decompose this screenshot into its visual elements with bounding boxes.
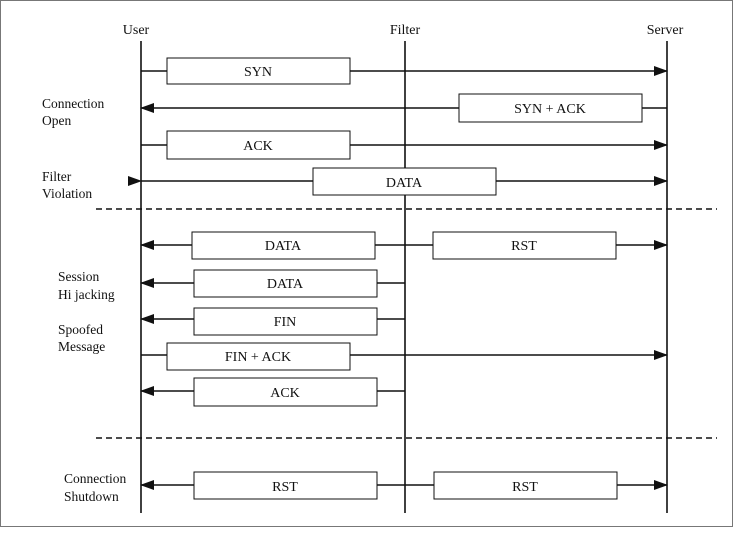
message-label-rst-hijack: RST — [511, 239, 537, 254]
message-box-fin-ack — [166, 342, 351, 371]
phase-label-connection-shutdown: Connection Shutdown — [64, 471, 130, 504]
message-box-data-hijack-2 — [193, 269, 378, 298]
lane-label-user: User — [123, 23, 150, 38]
phase-label-line: Violation — [42, 186, 92, 201]
phase-label-spoofed-message: Spoofed Message — [58, 322, 106, 354]
phase-label-connection-open: Connection Open — [42, 96, 108, 128]
message-box-ack-1 — [166, 130, 351, 160]
phase-label-line: Session — [58, 269, 100, 284]
message-label-ack-1: ACK — [243, 139, 273, 154]
message-box-ack-2 — [193, 377, 378, 407]
message-label-fin-ack: FIN + ACK — [225, 350, 291, 365]
message-label-syn: SYN — [244, 65, 272, 80]
message-label-syn-ack: SYN + ACK — [514, 102, 586, 117]
phase-label-line: Spoofed — [58, 322, 103, 337]
message-label-ack-2: ACK — [270, 386, 300, 401]
lane-label-filter: Filter — [390, 23, 421, 38]
message-box-rst-shutdown-right — [433, 471, 618, 500]
message-box-syn-ack — [458, 93, 643, 123]
message-label-rst-shutdown-left: RST — [272, 480, 298, 495]
message-label-fin: FIN — [274, 315, 297, 330]
phase-label-line: Hi jacking — [58, 287, 115, 302]
message-box-data-hijack-1 — [191, 231, 376, 260]
phase-label-line: Message — [58, 339, 105, 354]
message-box-rst-hijack — [432, 231, 617, 260]
message-box-syn — [166, 57, 351, 85]
message-box-rst-shutdown-left — [193, 471, 378, 500]
phase-label-filter-violation: Filter Violation — [42, 169, 92, 201]
lane-label-server: Server — [647, 23, 684, 38]
message-box-data-violation — [312, 167, 497, 196]
phase-label-line: Connection — [64, 471, 126, 486]
phase-label-line: Open — [42, 113, 71, 128]
phase-label-session-hijacking: Session Hi jacking — [58, 269, 115, 302]
message-label-data-hijack-2: DATA — [267, 277, 304, 292]
message-box-fin — [193, 307, 378, 336]
message-label-data-violation: DATA — [386, 176, 423, 191]
phase-label-line: Shutdown — [64, 489, 119, 504]
message-label-data-hijack-1: DATA — [265, 239, 302, 254]
phase-label-line: Filter — [42, 169, 72, 184]
phase-label-line: Connection — [42, 96, 104, 111]
message-label-rst-shutdown-right: RST — [512, 480, 538, 495]
